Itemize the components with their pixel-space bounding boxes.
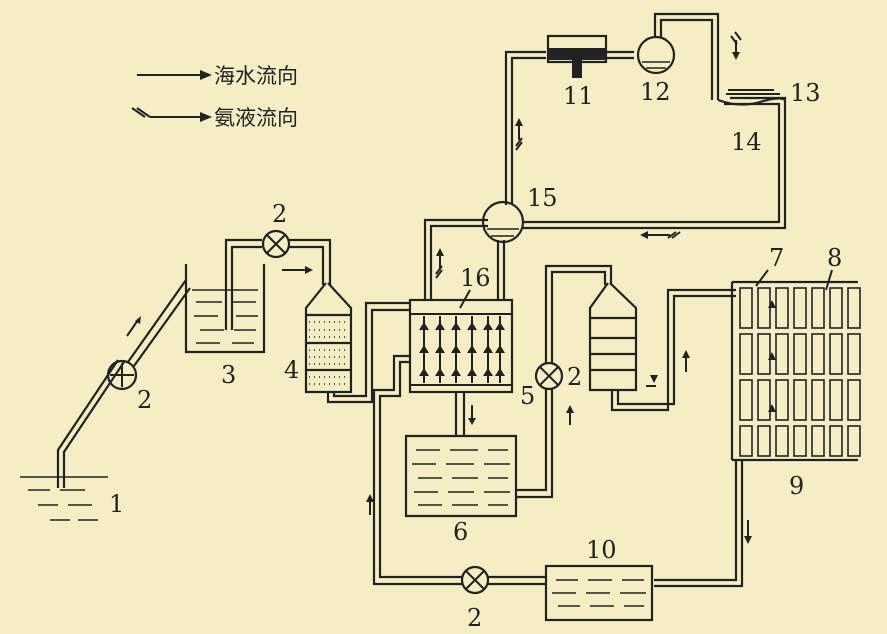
rack-cell xyxy=(739,425,753,457)
pipe-to-tower4 xyxy=(289,238,332,285)
pump-top xyxy=(261,229,291,259)
flow-arrow-ammonia-up xyxy=(515,118,523,151)
legend-ammonia-label: 氨液流向 xyxy=(214,106,298,130)
pipe-to-tower-right xyxy=(544,264,613,363)
pump-left xyxy=(106,359,138,391)
flow-arrow-up-right xyxy=(682,350,690,372)
label-4: 4 xyxy=(284,356,299,384)
rack-cell xyxy=(811,425,825,457)
label-8: 8 xyxy=(827,244,842,272)
flow-arrow-right-small xyxy=(646,375,658,387)
label-5: 5 xyxy=(520,382,535,410)
rack-cell xyxy=(847,287,861,329)
condenser-13 xyxy=(717,89,786,106)
rack-cell xyxy=(793,333,807,375)
rack-cell xyxy=(811,379,825,421)
rack-cell xyxy=(775,425,789,457)
tank-3 xyxy=(184,238,266,354)
rack-cell xyxy=(775,379,789,421)
label-2-top: 2 xyxy=(272,200,287,228)
label-9: 9 xyxy=(789,472,804,500)
rack-cell xyxy=(829,333,843,375)
pipe-return-left xyxy=(372,354,462,586)
flow-arrow-ammonia-up-left xyxy=(435,248,444,279)
rack-cell xyxy=(739,333,753,375)
pump-middle xyxy=(534,361,564,391)
label-6: 6 xyxy=(453,518,468,546)
leader-16 xyxy=(459,289,471,309)
receiver-12 xyxy=(636,35,676,75)
label-2-bottom: 2 xyxy=(467,604,482,632)
rack-cell xyxy=(739,379,753,421)
separator-15 xyxy=(481,200,525,244)
flow-arrow-down-right xyxy=(744,520,752,544)
rack-cell xyxy=(757,379,771,421)
rack-cell xyxy=(829,287,843,329)
label-10: 10 xyxy=(586,536,617,564)
rack-cell xyxy=(775,333,789,375)
tower-4 xyxy=(304,282,410,404)
label-16: 16 xyxy=(460,264,491,292)
rack-cell xyxy=(775,287,789,329)
legend-seawater: 海水流向 xyxy=(137,64,298,88)
rack-cell xyxy=(793,425,807,457)
rack-cell xyxy=(829,379,843,421)
flow-arrow-up-left xyxy=(126,316,141,337)
flow-arrow-down-center xyxy=(468,405,476,425)
rack-cell xyxy=(811,287,825,329)
flow-arrow-ammonia-left xyxy=(640,231,681,239)
sea-intake xyxy=(20,359,125,521)
label-3: 3 xyxy=(221,361,236,389)
rack-cell xyxy=(757,425,771,457)
label-14: 14 xyxy=(731,128,762,156)
label-15: 15 xyxy=(527,184,558,212)
label-7: 7 xyxy=(769,244,784,272)
flow-arrow-ammonia-down xyxy=(730,31,742,60)
flow-arrow-right-top xyxy=(282,266,313,274)
flow-arrow-up-left-pipe xyxy=(366,494,374,515)
legend-seawater-label: 海水流向 xyxy=(214,64,298,88)
pump-bottom xyxy=(460,565,490,595)
rack-cell xyxy=(829,425,843,457)
rack-cell xyxy=(811,333,825,375)
rack-cell xyxy=(847,425,861,457)
flow-arrow-up-mid xyxy=(566,405,574,425)
rack-cell xyxy=(739,287,753,329)
rack-8 xyxy=(654,280,861,588)
leader-8 xyxy=(825,269,833,291)
label-2-left: 2 xyxy=(137,386,152,414)
pipe-to-tank3 xyxy=(127,279,191,367)
tank-10 xyxy=(488,564,654,622)
compressor-11 xyxy=(546,34,608,78)
label-1: 1 xyxy=(109,490,124,518)
legend-ammonia: 氨液流向 xyxy=(131,106,298,130)
label-2-middle: 2 xyxy=(567,363,582,391)
rack-cell xyxy=(793,379,807,421)
evaporator-5 xyxy=(408,298,514,436)
label-11: 11 xyxy=(563,82,594,110)
leader-7 xyxy=(755,269,769,287)
label-13: 13 xyxy=(790,79,821,107)
legend: 海水流向 氨液流向 xyxy=(131,64,298,130)
rack-cell xyxy=(847,379,861,421)
rack-cell xyxy=(757,333,771,375)
tower-right xyxy=(588,282,736,412)
label-12: 12 xyxy=(640,78,671,106)
tank-6 xyxy=(404,388,554,518)
rack-cell xyxy=(847,333,861,375)
rack-cell xyxy=(793,287,807,329)
